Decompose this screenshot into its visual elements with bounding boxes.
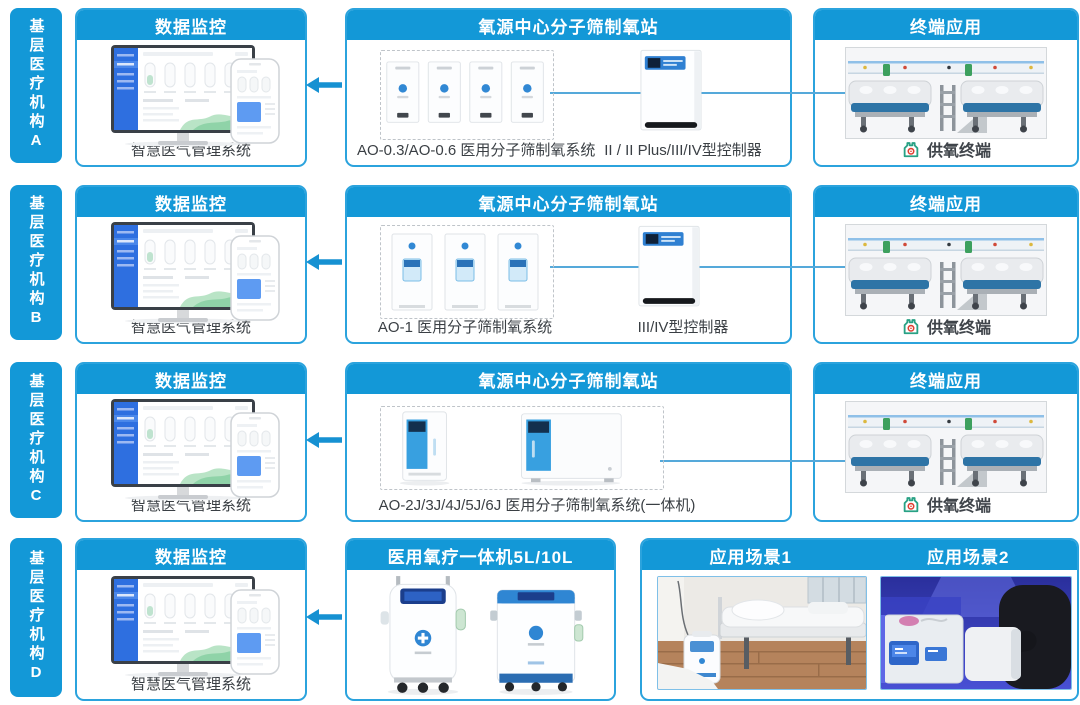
terminal-panel-c: 终端应用 供氧终端 xyxy=(813,362,1079,522)
scenes-panel-d-header: 应用场景1 应用场景2 xyxy=(642,540,1077,570)
terminal-panel-c-header: 终端应用 xyxy=(815,364,1077,394)
oxygen-concentrator-10l-illustration xyxy=(487,580,585,696)
org-label-b: 基层医疗机构B xyxy=(10,185,62,340)
hospital-beds-illustration xyxy=(845,401,1047,493)
integrated-oxygen-units-illustration xyxy=(387,410,637,486)
monitor-panel-b-header: 数据监控 xyxy=(77,187,305,217)
station-c-system-caption: AO-2J/3J/4J/5J/6J 医用分子筛制氧系统(一体机) xyxy=(378,497,696,514)
org-label-d: 基层医疗机构D xyxy=(10,538,62,697)
hospital-beds-illustration xyxy=(845,47,1047,139)
oxygen-cabinets-4-illustration xyxy=(383,56,549,132)
scene-1-title: 应用场景1 xyxy=(709,547,792,567)
station-b-controller-caption: III/IV型控制器 xyxy=(637,319,729,336)
terminal-b-caption: 供氧终端 xyxy=(926,320,991,337)
hospital-beds-illustration xyxy=(845,224,1047,316)
oxygen-system-dashed-box xyxy=(380,50,554,140)
station-panel-a-header: 氧源中心分子筛制氧站 xyxy=(347,10,790,40)
therapy-machine-panel-d: 医用氧疗一体机5L/10L xyxy=(345,538,616,701)
station-panel-c-header: 氧源中心分子筛制氧站 xyxy=(347,364,790,394)
monitor-panel-c: 数据监控 智慧医气管理系统 xyxy=(75,362,307,522)
monitor-phone-illustration xyxy=(85,43,297,147)
terminal-panel-a-header: 终端应用 xyxy=(815,10,1077,40)
monitor-panel-c-caption: 智慧医气管理系统 xyxy=(130,497,251,514)
controller-illustration xyxy=(637,223,701,315)
monitor-panel-b: 数据监控 智慧医气管理系统 xyxy=(75,185,307,344)
oxygen-cabinets-3-illustration xyxy=(388,231,544,315)
terminal-panel-b: 终端应用 供氧终端 xyxy=(813,185,1079,344)
oxygen-concentrator-5l-illustration xyxy=(377,574,469,696)
station-a-controller-caption: II / II Plus/III/IV型控制器 xyxy=(604,142,762,159)
scenes-panel-d: 应用场景1 应用场景2 xyxy=(640,538,1079,701)
scene-2-photo xyxy=(880,576,1072,690)
therapy-machine-panel-d-header: 医用氧疗一体机5L/10L xyxy=(347,540,614,570)
monitor-panel-d-caption: 智慧医气管理系统 xyxy=(130,676,251,693)
station-panel-a: 氧源中心分子筛制氧站 AO-0.3/AO-0.6 医用分子筛制氧系统 II / … xyxy=(345,8,792,167)
monitor-panel-d: 数据监控 智慧医气管理系统 xyxy=(75,538,307,701)
terminal-a-caption-row: 供氧终端 xyxy=(815,137,1077,161)
green-house-icon xyxy=(901,139,921,159)
terminal-c-caption: 供氧终端 xyxy=(926,498,991,515)
org-label-a-text: 基层医疗机构A xyxy=(27,18,45,153)
controller-illustration xyxy=(639,48,703,138)
terminal-panel-a: 终端应用 供氧终端 xyxy=(813,8,1079,167)
org-label-c: 基层医疗机构C xyxy=(10,362,62,518)
flow-left-arrow-icon xyxy=(306,254,342,270)
monitor-panel-c-header: 数据监控 xyxy=(77,364,305,394)
flow-left-arrow-icon xyxy=(306,432,342,448)
station-panel-b-header: 氧源中心分子筛制氧站 xyxy=(347,187,790,217)
org-label-c-text: 基层医疗机构C xyxy=(27,372,45,508)
scene-2-title: 应用场景2 xyxy=(927,547,1010,567)
org-label-d-text: 基层医疗机构D xyxy=(27,550,45,685)
station-panel-b: 氧源中心分子筛制氧站 AO-1 医用分子筛制氧系统 III/IV型控制器 xyxy=(345,185,792,344)
monitor-phone-illustration xyxy=(85,220,297,324)
oxygen-system-dashed-box xyxy=(380,406,664,490)
org-label-a: 基层医疗机构A xyxy=(10,8,62,163)
monitor-panel-d-header: 数据监控 xyxy=(77,540,305,570)
org-label-b-text: 基层医疗机构B xyxy=(27,195,45,330)
green-house-icon xyxy=(901,494,921,514)
flow-left-arrow-icon xyxy=(306,77,342,93)
station-panel-c: 氧源中心分子筛制氧站 AO-2J/3J/4J/5J/6J 医用分子筛制氧系统(一… xyxy=(345,362,792,522)
green-house-icon xyxy=(901,316,921,336)
monitor-phone-illustration xyxy=(85,574,297,678)
monitor-phone-illustration xyxy=(85,397,297,501)
flow-left-arrow-icon xyxy=(306,609,342,625)
oxygen-system-dashed-box xyxy=(380,225,554,319)
connector-line-c xyxy=(660,460,845,462)
terminal-a-caption: 供氧终端 xyxy=(926,143,991,160)
station-b-system-caption: AO-1 医用分子筛制氧系统 xyxy=(377,319,553,336)
terminal-panel-b-header: 终端应用 xyxy=(815,187,1077,217)
scene-1-photo xyxy=(657,576,867,690)
terminal-b-caption-row: 供氧终端 xyxy=(815,314,1077,338)
station-a-system-caption: AO-0.3/AO-0.6 医用分子筛制氧系统 xyxy=(357,142,596,159)
monitor-panel-a-header: 数据监控 xyxy=(77,10,305,40)
terminal-c-caption-row: 供氧终端 xyxy=(815,492,1077,516)
monitor-panel-a: 数据监控 智慧医气管理系统 xyxy=(75,8,307,167)
